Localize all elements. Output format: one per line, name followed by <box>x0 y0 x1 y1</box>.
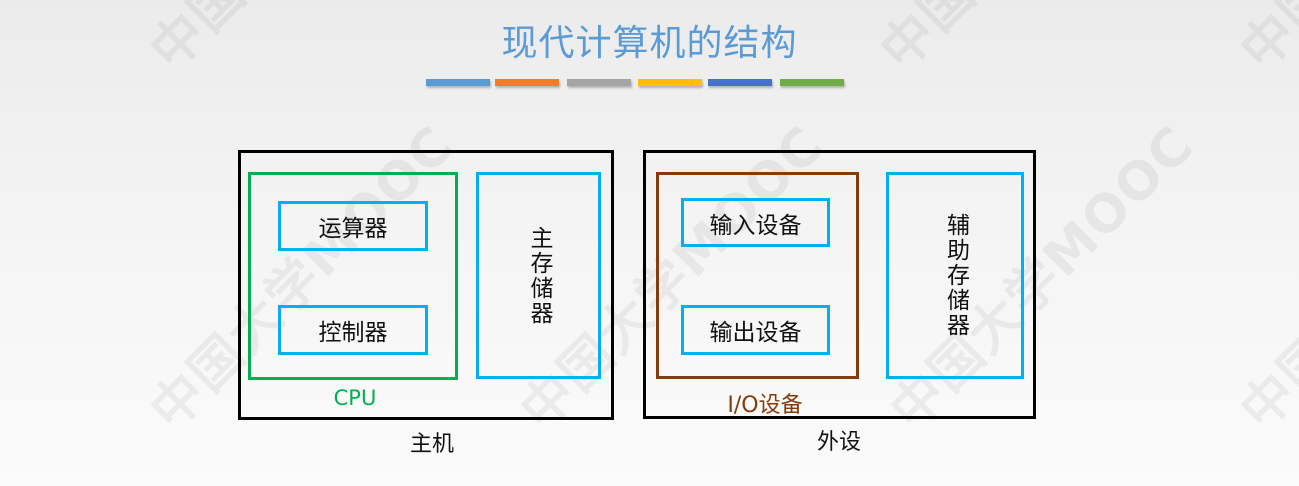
cpu-label: CPU <box>333 386 377 410</box>
output-device-label: 输出设备 <box>709 320 802 346</box>
accent-bar-darkblue <box>708 79 772 86</box>
aux-storage-label: 辅助存储器 <box>942 213 969 338</box>
control-unit-label: 控制器 <box>318 320 388 346</box>
alu-label: 运算器 <box>318 216 388 242</box>
input-device-label: 输入设备 <box>709 212 802 239</box>
io-devices-box <box>656 172 859 379</box>
aux-storage-box: 辅助存储器 <box>886 172 1024 379</box>
accent-bar-orange <box>495 79 559 86</box>
watermark: 中国大学MOOC <box>1229 114 1299 442</box>
peripherals-box <box>643 150 1036 419</box>
output-device-box: 输出设备 <box>681 305 830 355</box>
io-devices-label: I/O设备 <box>727 393 803 418</box>
main-memory-label: 主存储器 <box>526 225 552 326</box>
input-device-box: 输入设备 <box>681 198 830 247</box>
host-label: 主机 <box>409 432 454 457</box>
accent-bar-yellow <box>638 79 702 86</box>
cpu-box <box>248 172 458 380</box>
main-memory-box: 主存储器 <box>476 172 601 379</box>
alu-box: 运算器 <box>278 201 428 251</box>
page-title: 现代计算机的结构 <box>501 23 798 64</box>
control-unit-box: 控制器 <box>278 305 428 355</box>
accent-bar-green <box>780 79 844 86</box>
host-box <box>238 150 614 420</box>
peripherals-label: 外设 <box>816 430 861 455</box>
accent-bar-gray <box>567 79 631 86</box>
accent-bar-blue <box>426 79 490 86</box>
